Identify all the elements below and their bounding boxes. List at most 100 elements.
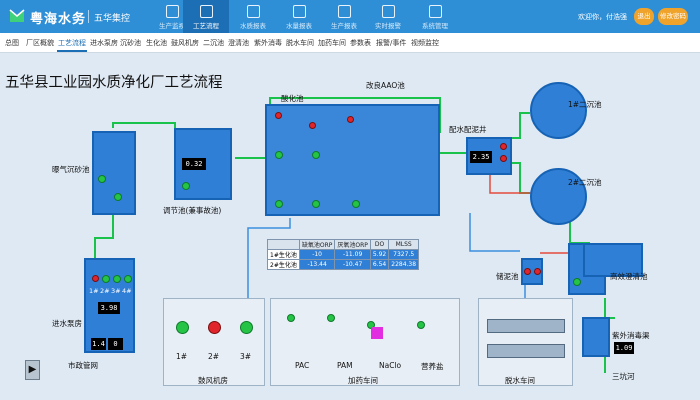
chemical-label: PAM xyxy=(337,361,353,370)
table-cell: 6.54 xyxy=(369,259,390,270)
pump-house-level-display: 3.98 xyxy=(98,302,120,314)
pump-house-label: 进水泵房 xyxy=(52,319,82,328)
municipal-label: 市政管网 xyxy=(68,361,98,370)
river-label: 三坑河 xyxy=(612,372,635,381)
bio-tank-block[interactable] xyxy=(265,104,440,216)
nav-label: 工艺流程 xyxy=(193,22,219,30)
flow-display-b: 0 xyxy=(108,338,123,350)
tab-overview[interactable]: 总图 xyxy=(5,39,19,47)
tab-dosing[interactable]: 加药车间 xyxy=(318,39,346,47)
nav-label: 生产报表 xyxy=(331,22,357,30)
blower-label: 1# xyxy=(176,352,188,361)
nav-system-management[interactable]: 系统管理 xyxy=(412,0,458,33)
nav-realtime-alarm[interactable]: 实时报警 xyxy=(365,0,411,33)
tab-video[interactable]: 视频监控 xyxy=(411,39,439,47)
pump-3-light[interactable] xyxy=(113,275,121,283)
alarm-icon xyxy=(381,5,395,18)
blower-room-label: 鼓风机房 xyxy=(198,376,228,385)
tab-bio-tank[interactable]: 生化池 xyxy=(146,39,167,47)
nav-label: 水量报表 xyxy=(286,22,312,30)
table-header-row: 缺氧池ORP 厌氧池ORP DO MLSS xyxy=(267,239,420,250)
tab-process-flow[interactable]: 工艺流程 xyxy=(58,39,86,47)
clarifier-2[interactable] xyxy=(530,168,587,225)
dosing-pump[interactable] xyxy=(287,314,295,322)
chemical-label: PAC xyxy=(295,361,310,370)
tab-clarifier[interactable]: 澄清池 xyxy=(228,39,249,47)
table-header xyxy=(267,239,300,250)
nav-process-flow[interactable]: 工艺流程 xyxy=(183,0,229,33)
pump-house[interactable]: 1# 2# 3# 4# 3.98 1.4 0 xyxy=(84,258,135,353)
dosing-room-label: 加药车间 xyxy=(348,376,378,385)
tab-parameters[interactable]: 参数表 xyxy=(350,39,371,47)
chemical-label: 营养盐 xyxy=(421,362,444,371)
water-volume-icon xyxy=(292,5,306,18)
nav-production-report[interactable]: 生产报表 xyxy=(321,0,367,33)
status-light xyxy=(312,151,320,159)
table-row: 2#生化池 -13.44 -10.47 6.54 2284.38 xyxy=(267,259,420,270)
dosing-pump[interactable] xyxy=(417,321,425,329)
dosing-pump[interactable] xyxy=(327,314,335,322)
tab-grit-chamber[interactable]: 沉砂池 xyxy=(120,39,141,47)
change-password-button[interactable]: 修改密码 xyxy=(658,8,688,25)
nav-label: 实时报警 xyxy=(375,22,401,30)
pump-2-light[interactable] xyxy=(102,275,110,283)
blower-3[interactable] xyxy=(240,321,253,334)
tab-alarm-events[interactable]: 报警/事件 xyxy=(376,39,407,47)
clarifier-1[interactable] xyxy=(530,82,587,139)
table-cell: 1#生化池 xyxy=(267,249,300,260)
tab-plant-overview[interactable]: 厂区概貌 xyxy=(26,39,54,47)
water-logo-icon xyxy=(9,9,25,22)
blower-2[interactable] xyxy=(208,321,221,334)
blower-room-panel: 1# 2# 3# xyxy=(163,298,265,386)
table-header: 厌氧池ORP xyxy=(334,239,371,250)
status-light xyxy=(275,200,283,208)
flow-display-a: 1.4 xyxy=(91,338,106,350)
clarifier-2-label: 2#二沉池 xyxy=(568,178,602,187)
aeration-grit-label: 曝气沉砂池 xyxy=(52,165,90,174)
hd-clarifier-chamber[interactable] xyxy=(583,243,643,277)
distribution-well[interactable]: 2.35 xyxy=(466,137,512,175)
aeration-grit-tank[interactable] xyxy=(92,131,136,215)
pump-4-light[interactable] xyxy=(124,275,132,283)
tab-blower-room[interactable]: 鼓风机房 xyxy=(171,39,199,47)
table-cell: 7327.5 xyxy=(388,249,420,260)
equalization-level-display: 0.32 xyxy=(182,158,206,170)
filter-press-2[interactable] xyxy=(487,344,565,358)
logout-button[interactable]: 退出 xyxy=(634,8,654,25)
expand-toggle-button[interactable]: ▶ xyxy=(25,360,40,380)
nav-production-monitor[interactable]: 生产监视 xyxy=(149,0,195,33)
filter-press-1[interactable] xyxy=(487,319,565,333)
nav-water-quality-report[interactable]: 水质报表 xyxy=(230,0,276,33)
status-light xyxy=(347,116,354,123)
table-cell: -10.47 xyxy=(334,259,371,270)
pump-label: 2# xyxy=(100,287,110,295)
sludge-tank[interactable] xyxy=(521,258,543,285)
pump-1-light[interactable] xyxy=(92,275,99,282)
nav-label: 系统管理 xyxy=(422,22,448,30)
status-light xyxy=(500,155,507,162)
pipe-c2-to-hd xyxy=(569,221,590,244)
dosing-room-panel: PAC PAM NaClo 营养盐 xyxy=(270,298,460,386)
table-header: DO xyxy=(369,239,390,250)
pump-label: 1# xyxy=(89,287,99,295)
dewatering-label: 脱水车间 xyxy=(505,376,535,385)
tab-inlet-pump[interactable]: 进水泵房 xyxy=(90,39,118,47)
status-light xyxy=(534,268,541,275)
nav-water-volume-report[interactable]: 水量报表 xyxy=(276,0,322,33)
process-icon xyxy=(199,5,213,18)
table-cell: 5.92 xyxy=(369,249,390,260)
status-light xyxy=(98,175,106,183)
status-light xyxy=(500,143,507,150)
tab-dewatering[interactable]: 脱水车间 xyxy=(286,39,314,47)
pump-label: 3# xyxy=(111,287,121,295)
settings-icon xyxy=(428,5,442,18)
blower-1[interactable] xyxy=(176,321,189,334)
equalization-tank[interactable]: 0.32 xyxy=(174,128,232,200)
pipe-top-return xyxy=(269,97,441,133)
tab-uv[interactable]: 紫外消毒 xyxy=(254,39,282,47)
status-light xyxy=(275,151,283,159)
table-row: 1#生化池 -10 -11.09 5.92 7327.5 xyxy=(267,249,420,260)
equalization-label: 调节池(兼事故池) xyxy=(163,206,222,215)
uv-channel[interactable] xyxy=(582,317,610,357)
tab-secondary-clarifier[interactable]: 二沉池 xyxy=(203,39,224,47)
